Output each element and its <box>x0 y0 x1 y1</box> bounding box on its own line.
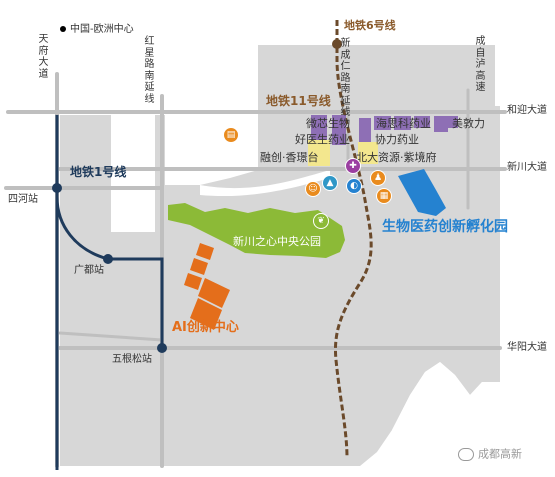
white-cutout-west <box>111 115 155 232</box>
legend-dot-icon <box>60 26 66 32</box>
station-label-sihe: 四河站 <box>8 194 38 205</box>
zone-label-haisi: 海思科药业 <box>376 117 431 130</box>
station-label-wugensong: 五根松站 <box>112 354 152 365</box>
leaf-icon: ❦ <box>313 213 329 229</box>
road-label-chengzi: 成自泸高速 <box>475 36 486 93</box>
metro-station-icon: ◐ <box>346 178 362 194</box>
zone-label-haoyisheng: 好医生药业 <box>295 133 350 146</box>
zone-label-weixin: 微芯生物 <box>306 117 350 130</box>
station-line6-north <box>332 39 342 49</box>
white-cutout-curve <box>200 170 330 197</box>
station-wugensong <box>157 343 167 353</box>
building-icon: ▤ <box>223 127 239 143</box>
zone-label-rongchuang: 融创·香璟台 <box>260 151 319 164</box>
people-icon: ☺ <box>305 181 321 197</box>
legend: 中国-欧洲中心 <box>60 25 134 35</box>
ai-center-blocks <box>184 243 230 330</box>
bio-park <box>398 169 446 216</box>
hospital-icon: ✚ <box>345 158 361 174</box>
watermark: 成都高新 <box>458 448 522 461</box>
white-cutout-river <box>392 362 500 466</box>
zone-label-xieli: 协力药业 <box>375 133 419 146</box>
zone-label-beida: 北大资源·紫境府 <box>356 151 437 164</box>
metro-label-line11: 地铁11号线 <box>266 94 331 108</box>
road-label-tianfu: 天府大道 <box>38 34 49 80</box>
road-label-huayang: 华阳大道 <box>507 342 547 353</box>
area-label-park: 新川之心中央公园 <box>233 235 321 248</box>
central-park <box>168 203 345 258</box>
station-guangdu <box>103 254 113 264</box>
school-icon: ▲ <box>322 175 338 191</box>
metro-label-line6: 地铁6号线 <box>344 19 396 32</box>
wechat-icon <box>458 448 474 461</box>
stations <box>52 39 342 353</box>
area-label-ai: AI创新中心 <box>172 320 239 335</box>
station-label-guangdu: 广都站 <box>74 265 104 276</box>
watermark-text: 成都高新 <box>478 447 522 461</box>
road-label-xincheng: 新成仁路南延线 <box>340 38 351 118</box>
zone-label-meidunli: 美敦力 <box>452 117 485 130</box>
road-guangdu <box>58 331 164 342</box>
road-label-xinchuan: 新川大道 <box>507 162 547 173</box>
station-sihe <box>52 183 62 193</box>
enterprise-blocks <box>311 115 458 145</box>
people-icon-2: ♟ <box>370 170 386 186</box>
building-icon-2: ▦ <box>376 188 392 204</box>
legend-text: 中国-欧洲中心 <box>70 24 134 35</box>
road-label-hongxing: 红星路南延线 <box>144 36 155 105</box>
metro-label-line1: 地铁1号线 <box>70 165 127 179</box>
metro-line-6 <box>333 20 373 459</box>
residential-blocks <box>308 140 378 166</box>
road-label-heying: 和迎大道 <box>507 105 547 116</box>
area-label-bio: 生物医药创新孵化园 <box>382 219 508 235</box>
